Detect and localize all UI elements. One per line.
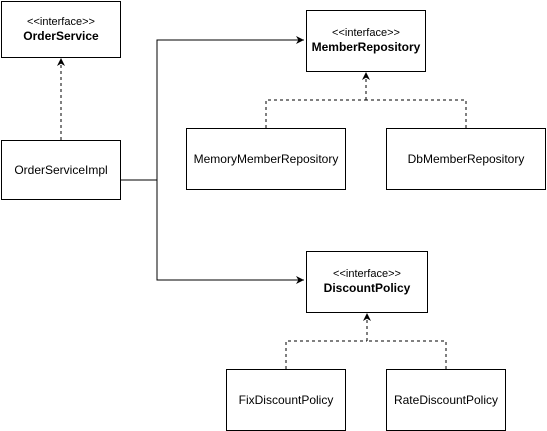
db-member-repository-name: DbMemberRepository [407,151,525,166]
memory-member-repository-name: MemoryMemberRepository [193,151,339,166]
fix-discount-policy-class[interactable]: FixDiscountPolicy [226,369,346,431]
rate-discount-policy-name: RateDiscountPolicy [393,392,499,407]
discount-policy-name: DiscountPolicy [323,281,411,295]
memory-member-repository-class[interactable]: MemoryMemberRepository [186,128,346,190]
edge-impl-memory-member [265,99,366,128]
order-service-stereotype: <<interface>> [27,15,95,28]
edge-impl-fix-discount [285,340,367,369]
db-member-repository-class[interactable]: DbMemberRepository [386,128,546,190]
member-repository-interface[interactable]: <<interface>> MemberRepository [306,10,426,72]
edge-dep-discountpolicy [156,180,304,284]
edge-dep-memberrepository [121,36,304,181]
order-service-interface[interactable]: <<interface>> OrderService [1,1,121,58]
rate-discount-policy-class[interactable]: RateDiscountPolicy [386,369,506,431]
member-repository-stereotype: <<interface>> [332,27,400,39]
order-service-impl-name: OrderServiceImpl [14,162,108,177]
fix-discount-policy-name: FixDiscountPolicy [238,392,334,407]
edge-impl-db-member [366,99,467,128]
discount-policy-stereotype: <<interface>> [333,268,401,280]
member-repository-name: MemberRepository [311,40,421,54]
edge-impl-rate-discount [367,340,447,369]
order-service-impl-class[interactable]: OrderServiceImpl [1,140,121,200]
order-service-name: OrderService [23,28,99,43]
discount-policy-interface[interactable]: <<interface>> DiscountPolicy [306,251,428,313]
